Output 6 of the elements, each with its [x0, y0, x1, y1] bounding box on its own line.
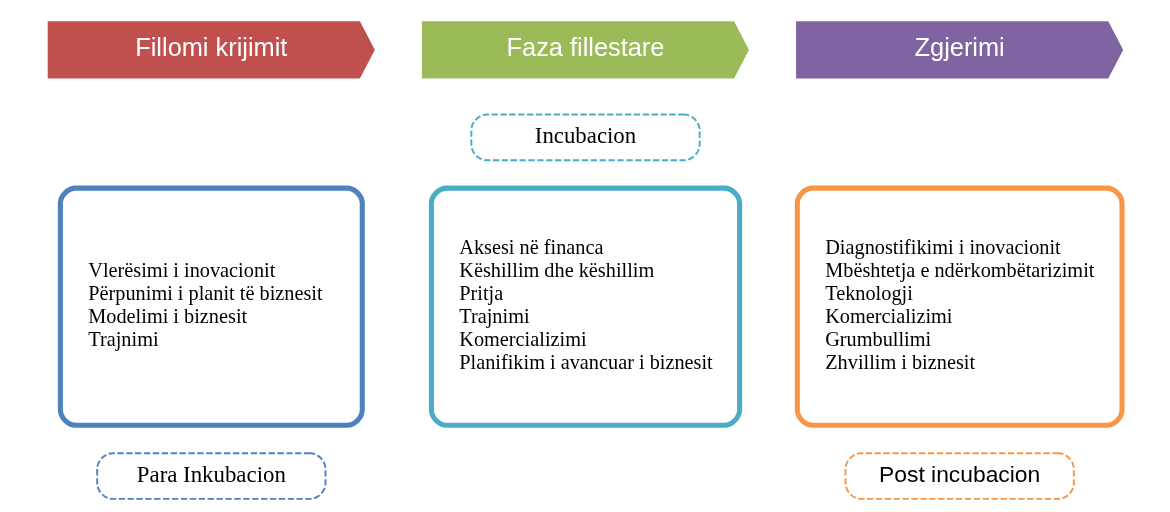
node-box: Post incubacion — [844, 452, 1075, 500]
node-box: Aksesi në financa Këshillim dhe këshillim Pritja Trajnimi Komercializimi Planifikim i avancuar i biznesit — [428, 185, 742, 428]
node-box: Incubacion — [469, 113, 701, 162]
node-box: Vlerësimi i inovacionit Përpunimi i planit të biznesit Modelimi i biznesit Trajnimi — [57, 185, 365, 428]
node-box: Para Inkubacion — [95, 452, 326, 500]
node-box: Diagnostifikimi i inovacionit Mbështetja e ndërkombëtarizimit Teknologji Komercializimi Grumbullimi Zhvillim i biznesit — [794, 185, 1125, 428]
